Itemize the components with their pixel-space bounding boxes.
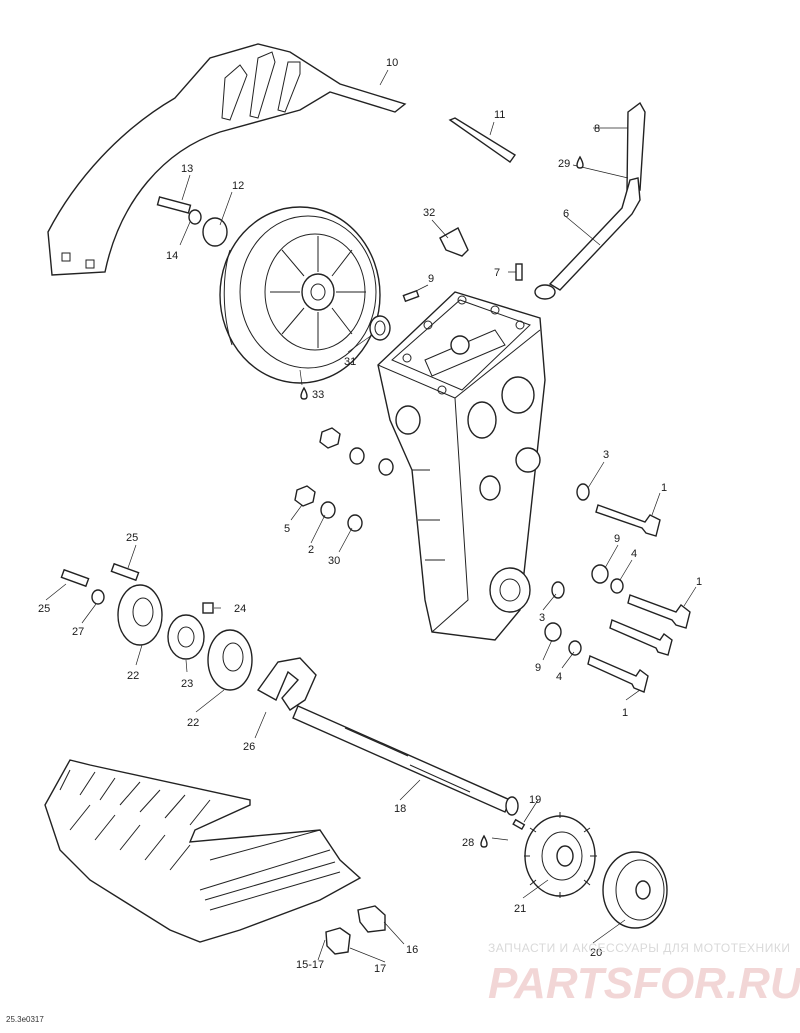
label-part-30: 30 [328,555,340,567]
label-part-1-top: 1 [661,482,667,494]
label-part-9-low: 9 [535,662,541,674]
part-4-nut-low [568,640,582,656]
label-part-20: 20 [590,947,602,959]
part-32-bracket [439,227,469,257]
label-part-33: 33 [312,389,324,401]
label-part-29: 29 [558,158,570,170]
label-part-21: 21 [514,903,526,915]
part-16-clip [357,905,386,933]
part-22-flange-b-inner [222,642,244,672]
label-part-9-mid: 9 [614,533,620,545]
part-1-bolt-low [609,619,673,656]
part-1-bolt-mid [627,594,691,629]
part-31-seal-inner [374,320,386,336]
track-assembly [44,759,362,943]
label-part-15-17: 15-17 [296,959,324,971]
part-9-washer-mid [591,564,609,584]
label-part-22-a: 22 [127,670,139,682]
part-22-flange-a-inner [132,597,154,627]
label-part-24: 24 [234,603,246,615]
label-part-4-mid: 4 [631,548,637,560]
label-part-31: 31 [344,356,356,368]
part-4-nut-mid [610,578,624,594]
part-23-bearing [167,614,205,660]
label-part-3-top: 3 [603,449,609,461]
lubricant-icon-29 [576,155,584,169]
part-17-clip [325,927,351,955]
drawing-code: 25.3e0317 [6,1015,44,1024]
part-9-washer-low [544,622,562,642]
label-part-4-low: 4 [556,671,562,683]
label-part-27: 27 [72,626,84,638]
part-25-bolt-right [110,562,140,582]
label-part-8: 8 [594,123,600,135]
part-11-gasket [448,117,517,163]
label-part-26: 26 [243,741,255,753]
part-3-washer-top [576,483,590,501]
part-30-washer [347,514,363,532]
part-3-washer-low [551,581,565,599]
washer-a [349,447,365,465]
watermark-caption: ЗАПЧАСТИ И АКСЕССУАРЫ ДЛЯ МОТОТЕХНИКИ [488,941,790,955]
part-6-8-lever [534,101,646,300]
part-14-washer [188,209,202,225]
label-part-28: 28 [462,837,474,849]
part-26-bracket [256,657,317,711]
part-7-pin [515,263,523,281]
part-20-idler [602,851,668,929]
part-22-flange-a [117,584,163,646]
gearbox-housing [377,291,546,641]
part-31-seal [369,315,391,341]
part-12-bushing [202,217,228,247]
label-part-2: 2 [308,544,314,556]
part-9-pin-top [402,289,420,303]
part-33-pulley [219,206,381,384]
part-21-sprocket [524,812,597,898]
label-part-14: 14 [166,250,178,262]
label-part-13: 13 [181,163,193,175]
label-part-32: 32 [423,207,435,219]
lubricant-icon-33 [300,386,308,400]
label-part-1-low: 1 [622,707,628,719]
part-22-flange-b [207,629,253,691]
label-part-22-b: 22 [187,717,199,729]
lubricant-icon-28 [480,834,488,848]
label-part-6: 6 [563,208,569,220]
label-part-3-low: 3 [539,612,545,624]
part-19-key [512,818,526,831]
label-part-23: 23 [181,678,193,690]
label-part-25-right: 25 [126,532,138,544]
label-part-5: 5 [284,523,290,535]
label-part-18: 18 [394,803,406,815]
label-part-1-mid: 1 [696,576,702,588]
part-24-pin [202,602,214,614]
washer-b [378,458,394,476]
label-part-9-top: 9 [428,273,434,285]
label-part-10: 10 [386,57,398,69]
label-part-7: 7 [494,267,500,279]
part-10-guard [47,43,407,276]
part-5-nut [294,485,316,507]
label-part-11: 11 [494,109,505,121]
part-1-bolt-top [595,504,661,537]
part-18-axle [292,705,519,816]
part-13-bolt [156,196,192,214]
label-part-17: 17 [374,963,386,975]
part-2-washer [320,501,336,519]
label-part-16: 16 [406,944,418,956]
part-25-bolt-left [60,568,90,588]
leader-lines [45,69,697,963]
part-23-bearing-inner [177,626,195,648]
part-5-nut-top [319,427,341,449]
label-part-19: 19 [529,794,541,806]
label-part-12: 12 [232,180,244,192]
watermark-logo: PARTSFOR.RU [488,959,800,1008]
part-1-bolt-bottom [587,655,649,693]
callout-labels: 10 11 8 29 6 7 32 9 31 33 13 12 14 3 1 5… [38,57,702,975]
part-27-washer [91,589,105,605]
label-part-25-left: 25 [38,603,50,615]
